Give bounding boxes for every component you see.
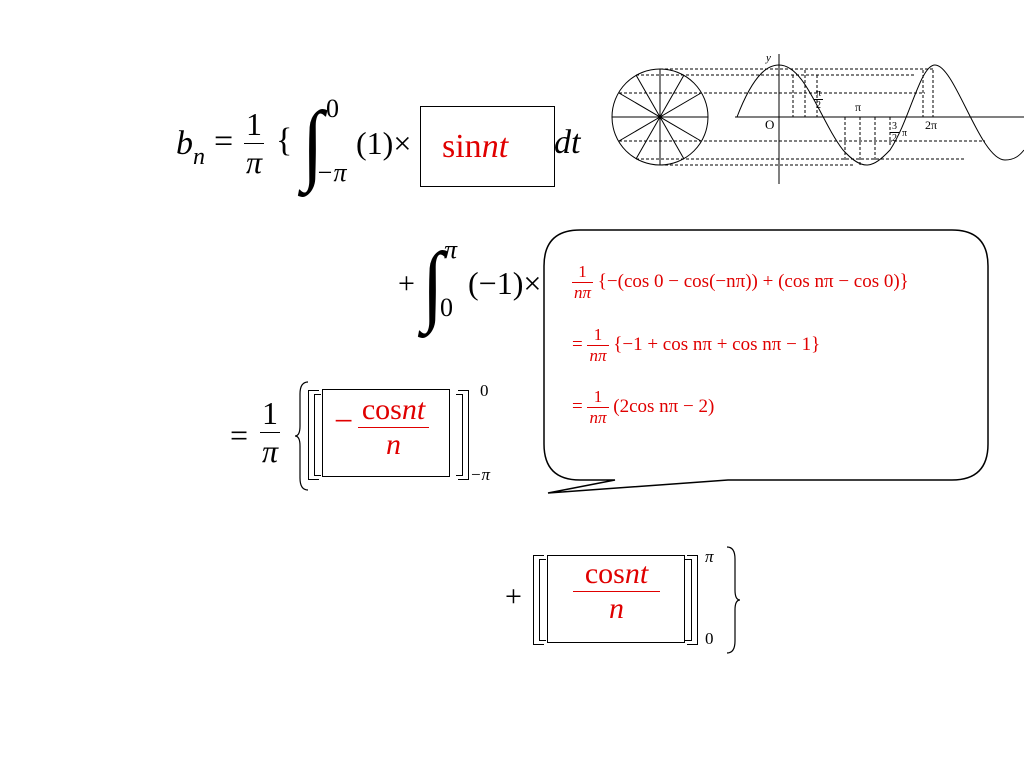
- tick-pi: π: [855, 100, 862, 114]
- callout-fraction-3: 1 nπ: [587, 387, 609, 427]
- fraction-numerator: 1: [246, 106, 263, 142]
- cos-frac-box-2: [547, 555, 685, 643]
- minus-sign-red: −: [334, 403, 354, 440]
- origin-label: O: [765, 117, 775, 132]
- cos-nt-over-n-2: cosnt n: [573, 557, 660, 626]
- outer-bracket-left-4: [533, 555, 544, 645]
- callout-body-1: {−(cos 0 − cos(−nπ)) + (cos nπ − cos 0)}: [597, 270, 909, 292]
- integral-lower-limit-2: 0: [440, 293, 453, 322]
- sin-text: sin: [442, 128, 482, 165]
- equation-evaluated-first: = 1 π − cosnt n 0 −π: [230, 375, 510, 500]
- outer-bracket-right: [458, 390, 469, 480]
- fraction-denominator: π: [244, 143, 265, 180]
- circle-radii: [612, 69, 708, 165]
- callout-line-2: = 1 nπ {−1 + cos nπ + cos nπ − 1}: [572, 325, 821, 365]
- callout-fraction-1: 1 nπ: [572, 262, 594, 302]
- one-over-pi-3: 1 π: [260, 395, 281, 469]
- callout-body-2: {−1 + cos nπ + cos nπ − 1}: [613, 333, 821, 355]
- equation-evaluated-second: + cosnt n π 0: [505, 543, 745, 655]
- callout-bubble: [543, 229, 989, 494]
- inner-bracket-left: [314, 394, 321, 476]
- integral-sign-2: ∫: [422, 233, 444, 334]
- inner-bracket-right-4: [685, 559, 692, 641]
- integral-lower-limit: −π: [316, 158, 347, 187]
- equals-sign: =: [214, 123, 234, 160]
- outer-bracket-left: [308, 390, 319, 480]
- eval-upper-limit-2: π: [705, 547, 714, 566]
- curly-brace-left: [294, 381, 309, 491]
- tick-half-pi: π 2: [814, 88, 824, 111]
- sin-nt-box: [420, 106, 555, 187]
- one-over-pi: 1 π: [244, 106, 265, 181]
- callout-body-3: (2cos nπ − 2): [613, 395, 715, 417]
- callout-line-3: = 1 nπ (2cos nπ − 2): [572, 387, 715, 427]
- projection-lines: [619, 68, 985, 166]
- eval-upper-limit-1: 0: [480, 381, 489, 400]
- nt-text: nt: [481, 128, 509, 165]
- sin-nt: sinnt: [442, 128, 508, 166]
- curly-brace-right: [726, 546, 741, 654]
- dt-text: dt: [554, 124, 581, 161]
- equation-bn: b n = 1 π { ∫ 0 −π (1)× sinnt dt: [176, 92, 596, 200]
- n-subscript: n: [193, 144, 205, 170]
- cos-nt-over-n-1: cosnt n: [358, 393, 429, 462]
- tick-three-half-pi-symbol: π: [902, 128, 908, 139]
- tick-three-half-pi: 3 2: [890, 121, 899, 144]
- callout-line-1: 1 nπ {−(cos 0 − cos(−nπ)) + (cos nπ − co…: [572, 262, 909, 303]
- y-axis-label: y: [766, 52, 771, 64]
- integral-upper-limit-2: π: [444, 235, 458, 264]
- eval-lower-limit-1: −π: [470, 465, 490, 484]
- plus-sign: +: [398, 267, 415, 300]
- tick-two-pi: 2π: [925, 118, 938, 132]
- cos-frac-box-1: [322, 389, 450, 477]
- b-symbol: b: [176, 125, 193, 162]
- callout-fraction-2: 1 nπ: [587, 325, 609, 365]
- integral-sign: ∫: [302, 92, 324, 193]
- inner-bracket-left-4: [539, 559, 546, 641]
- plus-sign-4: +: [505, 580, 522, 613]
- left-brace: {: [276, 122, 293, 159]
- equation-second-integral: + ∫ π 0 (−1)×: [398, 235, 558, 330]
- outer-bracket-right-4: [687, 555, 698, 645]
- integral-upper-limit: 0: [326, 94, 339, 123]
- equals-sign-3: =: [230, 417, 249, 453]
- unit-circle-sine-figure: [611, 54, 1024, 184]
- inner-bracket-right: [456, 394, 463, 476]
- eval-lower-limit-2: 0: [705, 629, 714, 648]
- factor-minus-one: (−1)×: [468, 265, 542, 301]
- factor-one: (1)×: [356, 125, 412, 161]
- sine-curve: [736, 64, 1024, 166]
